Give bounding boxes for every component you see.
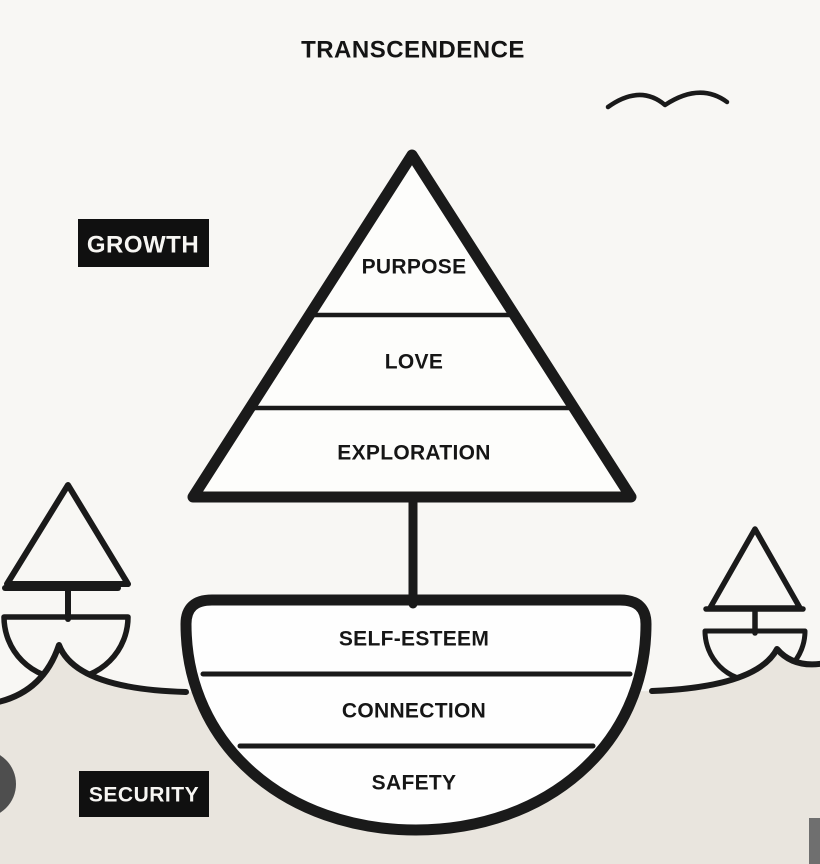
bottom-right-corner-artifact xyxy=(809,818,820,864)
small-sailboat-left xyxy=(1,482,131,682)
seagull-icon xyxy=(605,90,730,110)
hull-level-safety: SAFETY xyxy=(372,772,457,795)
boat-hull: SELF-ESTEEM CONNECTION SAFETY xyxy=(180,594,652,836)
hull-shape xyxy=(180,594,652,836)
sail-level-love: LOVE xyxy=(385,351,443,374)
left-edge-button-partial[interactable] xyxy=(0,750,16,818)
growth-badge-label: GROWTH xyxy=(87,232,199,259)
small-sail-left xyxy=(4,482,131,587)
hull-level-self-esteem: SELF-ESTEEM xyxy=(339,628,489,651)
hull-level-connection: CONNECTION xyxy=(342,700,486,723)
boat-sail: PURPOSE LOVE EXPLORATION xyxy=(187,149,637,503)
sail-shape xyxy=(187,149,637,503)
sail-level-purpose: PURPOSE xyxy=(362,256,467,279)
security-badge: SECURITY xyxy=(79,771,209,817)
security-badge-label: SECURITY xyxy=(89,784,199,807)
title-transcendence: TRANSCENDENCE xyxy=(301,37,525,64)
right-hill-outline xyxy=(649,646,820,694)
left-hill-outline xyxy=(0,642,189,705)
growth-badge-background xyxy=(78,219,209,267)
sail-level-exploration: EXPLORATION xyxy=(337,442,490,465)
security-badge-background xyxy=(79,771,209,817)
growth-badge: GROWTH xyxy=(78,219,209,267)
